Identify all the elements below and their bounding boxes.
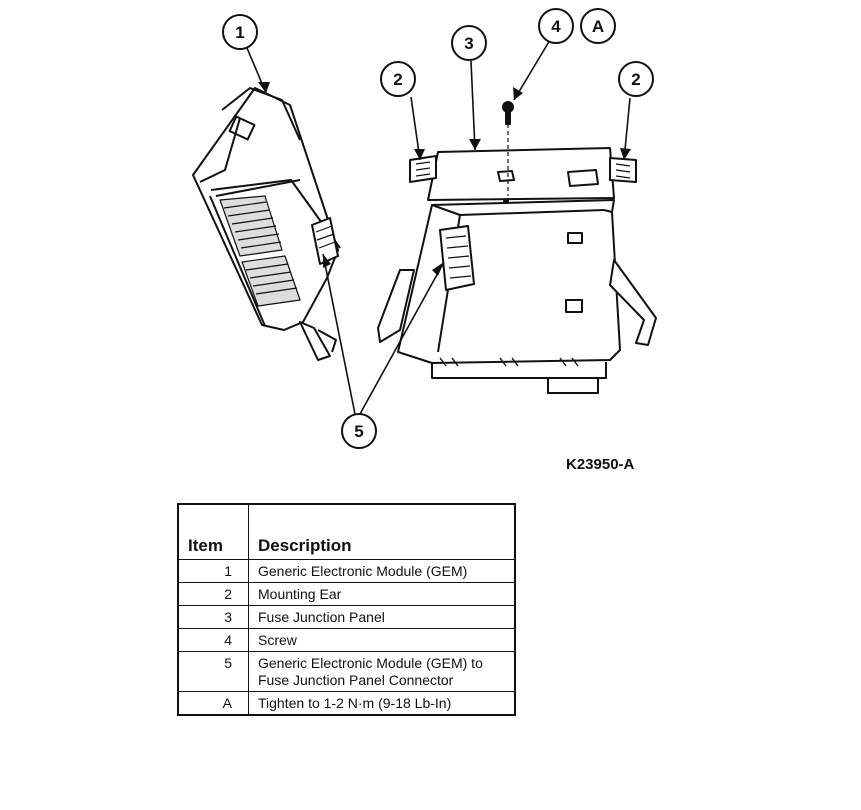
legend-header-item: Item xyxy=(177,503,249,560)
legend-item-number: 3 xyxy=(177,605,249,629)
legend-row: 5 Generic Electronic Module (GEM) to Fus… xyxy=(177,651,516,692)
callout-3-circle xyxy=(451,25,487,61)
legend-item-number: 4 xyxy=(177,628,249,652)
legend-header-row: Item Description xyxy=(177,503,516,560)
legend-row: 2 Mounting Ear xyxy=(177,582,516,606)
legend-row: A Tighten to 1-2 N·m (9-18 Lb-In) xyxy=(177,691,516,716)
legend-item-number: 2 xyxy=(177,582,249,606)
callout-a-circle xyxy=(580,8,616,44)
callout-5-label: 5 xyxy=(354,422,363,441)
legend-item-description: Fuse Junction Panel xyxy=(248,605,516,629)
exploded-diagram: 1 2 3 4 A 2 5 xyxy=(192,8,657,449)
callout-2a-circle xyxy=(380,61,416,97)
callout-2b-label: 2 xyxy=(631,70,640,89)
legend-row: 3 Fuse Junction Panel xyxy=(177,605,516,629)
callout-4-label: 4 xyxy=(551,17,561,36)
gem-module-illustration xyxy=(192,87,341,361)
legend-table: Item Description 1 Generic Electronic Mo… xyxy=(177,503,516,716)
legend-item-description: Generic Electronic Module (GEM) to Fuse … xyxy=(248,651,516,692)
legend-item-description: Screw xyxy=(248,628,516,652)
fuse-junction-panel-illustration xyxy=(377,101,657,394)
legend-item-number: A xyxy=(177,691,249,716)
legend-header-description: Description xyxy=(248,503,516,560)
callout-2a-label: 2 xyxy=(393,70,402,89)
legend-item-description: Tighten to 1-2 N·m (9-18 Lb-In) xyxy=(248,691,516,716)
callout-5-circle xyxy=(341,413,377,449)
callout-4-circle xyxy=(538,8,574,44)
callout-a-label: A xyxy=(592,17,604,36)
legend-item-number: 5 xyxy=(177,651,249,692)
callout-1-circle xyxy=(222,14,258,50)
callout-1-label: 1 xyxy=(235,23,244,42)
leader-lines xyxy=(246,39,631,415)
callout-2b-circle xyxy=(618,61,654,97)
legend-row: 1 Generic Electronic Module (GEM) xyxy=(177,559,516,583)
legend-row: 4 Screw xyxy=(177,628,516,652)
legend-item-number: 1 xyxy=(177,559,249,583)
legend-item-description: Mounting Ear xyxy=(248,582,516,606)
figure-identifier: K23950-A xyxy=(566,456,635,473)
callout-3-label: 3 xyxy=(464,34,473,53)
legend-item-description: Generic Electronic Module (GEM) xyxy=(248,559,516,583)
